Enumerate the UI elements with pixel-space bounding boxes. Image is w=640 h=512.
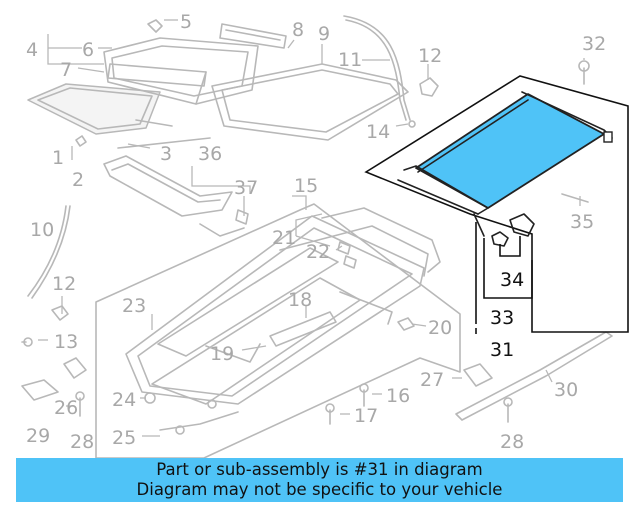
selected-sunshade-group	[364, 75, 629, 334]
callout-27: 27	[420, 369, 444, 391]
callout-labels: 1 2 3 4 5 6 7 8 9 10 11 12 12 13 14 15 1…	[26, 11, 606, 453]
callout-24: 24	[112, 389, 136, 411]
callout-32: 32	[582, 33, 606, 55]
callout-1: 1	[52, 147, 64, 169]
callout-36: 36	[198, 143, 222, 165]
info-banner: Part or sub-assembly is #31 in diagram D…	[16, 458, 623, 502]
callout-28a: 28	[70, 431, 94, 453]
banner-line-1: Part or sub-assembly is #31 in diagram	[156, 460, 483, 479]
drain-hoses	[27, 15, 416, 299]
callout-23: 23	[122, 295, 146, 317]
wind-deflector	[103, 155, 249, 237]
callout-22: 22	[306, 241, 330, 263]
callout-5: 5	[180, 11, 192, 33]
callout-26: 26	[54, 397, 78, 419]
drip-molding	[455, 331, 613, 421]
callout-2: 2	[72, 169, 84, 191]
hardware-pieces	[21, 60, 590, 425]
callout-29: 29	[26, 425, 50, 447]
callout-31[interactable]: 31	[490, 339, 514, 361]
callout-30: 30	[554, 379, 578, 401]
callout-19: 19	[210, 343, 234, 365]
callout-4: 4	[26, 39, 38, 61]
callout-3: 3	[160, 143, 172, 165]
callout-7: 7	[60, 59, 72, 81]
callout-33[interactable]: 33	[490, 307, 514, 329]
parts-diagram: 1 2 3 4 5 6 7 8 9 10 11 12 12 13 14 15 1…	[21, 11, 629, 458]
callout-12b: 12	[52, 273, 76, 295]
callout-6: 6	[82, 39, 94, 61]
callout-14: 14	[366, 121, 390, 143]
callout-37: 37	[234, 177, 258, 199]
callout-12a: 12	[418, 45, 442, 67]
callout-25: 25	[112, 427, 136, 449]
callout-17: 17	[354, 405, 378, 427]
sunroof-glass-assembly	[27, 19, 409, 149]
callout-35: 35	[570, 211, 594, 233]
leader-lines	[38, 19, 585, 437]
callout-34[interactable]: 34	[500, 269, 524, 291]
callout-21: 21	[272, 227, 296, 249]
callout-8: 8	[292, 19, 304, 41]
callout-15: 15	[294, 175, 318, 197]
callout-10: 10	[30, 219, 54, 241]
callout-20: 20	[428, 317, 452, 339]
banner-line-2: Diagram may not be specific to your vehi…	[136, 480, 503, 499]
callout-16: 16	[386, 385, 410, 407]
sunroof-frame-assembly	[95, 203, 461, 458]
callout-18: 18	[288, 289, 312, 311]
callout-28b: 28	[500, 431, 524, 453]
callout-13: 13	[54, 331, 78, 353]
callout-11: 11	[338, 49, 362, 71]
callout-9: 9	[318, 23, 330, 45]
